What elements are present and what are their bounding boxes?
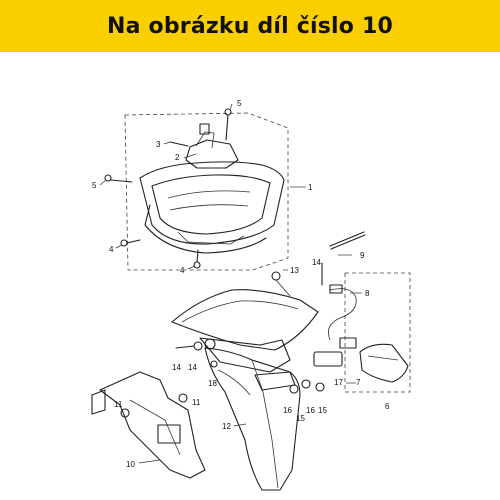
label-6: 6 [385,402,390,411]
license-light-assembly-box [344,272,411,393]
screw-4-left [120,239,141,247]
tail-light-part-1 [139,161,285,254]
label-9: 9 [360,251,365,260]
nuts-parts-15-16 [289,379,325,394]
screw-4-bottom [193,249,201,269]
socket-part-2 [185,123,239,169]
license-light-part-7 [339,337,409,383]
part-number-labels: 1 2 3 4 4 5 5 6 7 8 9 10 11 11 12 13 14 … [92,99,390,469]
label-18: 18 [208,379,217,388]
screws-part-11 [120,393,188,418]
label-5b: 5 [92,181,97,190]
label-15b: 15 [318,406,327,415]
title-text: Na obrázku díl číslo 10 [107,13,393,39]
label-15a: 15 [296,414,305,423]
title-banner: Na obrázku díl číslo 10 [0,0,500,52]
reflector-part-17 [313,351,343,367]
label-13: 13 [290,266,299,275]
label-7: 7 [356,378,361,387]
bolts-part-14 [175,262,323,351]
leader-lines [99,103,362,464]
screw-5-left [104,174,133,183]
label-17: 17 [334,378,343,387]
label-14c: 14 [188,363,197,372]
label-10: 10 [126,460,135,469]
label-5a: 5 [237,99,242,108]
label-4a: 4 [109,245,114,254]
wire-part-8 [327,284,357,341]
rear-fender-upper [171,289,319,373]
label-1: 1 [308,183,313,192]
rear-fender-part-12 [204,347,301,491]
label-11b: 11 [192,398,201,407]
label-2: 2 [175,153,180,162]
label-12: 12 [222,422,231,431]
bracket-part-10 [91,371,206,479]
label-16a: 16 [283,406,292,415]
bolt-part-18 [210,360,218,368]
tail-light-assembly-box [124,112,289,271]
nut-part-13 [271,271,291,297]
label-14a: 14 [312,258,321,267]
label-11a: 11 [114,400,123,409]
rod-part-9 [329,231,366,250]
label-16b: 16 [306,406,315,415]
label-3: 3 [156,140,161,149]
screw-5-top [224,108,232,141]
label-14b: 14 [172,363,181,372]
label-8: 8 [365,289,370,298]
screw-3 [169,141,189,147]
label-4b: 4 [180,266,185,275]
